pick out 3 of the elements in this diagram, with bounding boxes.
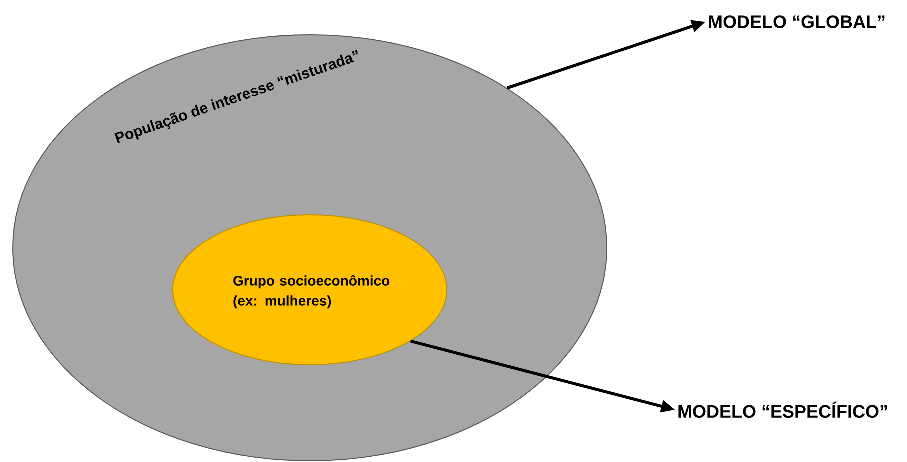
group-label: Grupo socioeconômico (ex: mulheres) <box>234 275 390 309</box>
model-label: MODELO “GLOBAL” <box>709 16 885 28</box>
model-label: MODELO “ESPECÍFICO” <box>678 402 888 418</box>
